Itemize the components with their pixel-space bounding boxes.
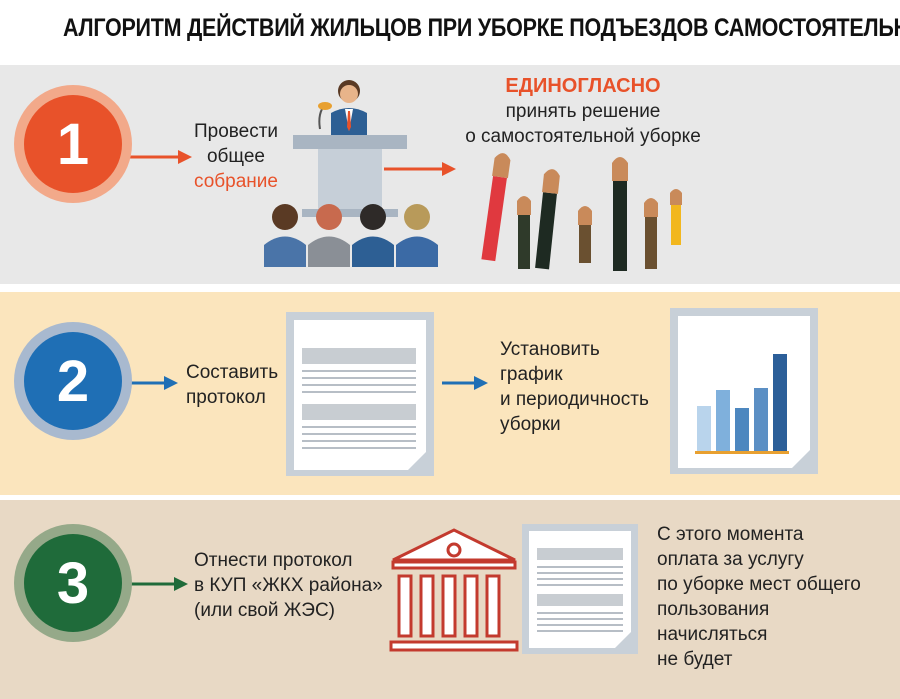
document-icon — [286, 312, 434, 476]
step-3-badge: 3 — [14, 524, 132, 642]
step-3-result-line: оплата за услугу — [657, 549, 804, 570]
arrow-right-icon — [384, 162, 456, 176]
document-icon — [522, 524, 638, 654]
arrow-right-icon — [128, 577, 188, 591]
step-1-band: 1 Провести общее собрание ЕДИНОГЛАСНО пр… — [0, 65, 900, 284]
step-2-number: 2 — [56, 348, 90, 414]
step-2-result-line: уборки — [500, 414, 561, 435]
step-2-action-line: Составить — [186, 362, 279, 383]
step-2-action: Составить протокол — [186, 360, 296, 410]
step-3-result-line: начисляться — [657, 624, 768, 645]
step-1-result-line: о самостоятельной уборке — [465, 126, 701, 147]
step-1-result: ЕДИНОГЛАСНО принять решение о самостояте… — [448, 74, 718, 149]
step-3-action-line: (или свой ЖЭС) — [194, 600, 336, 621]
bar-chart-document-icon — [670, 308, 818, 474]
step-1-action-highlight: собрание — [194, 171, 278, 192]
step-2-illustration — [128, 308, 818, 476]
arrow-right-icon — [124, 150, 192, 164]
step-3-action: Отнести протокол в КУП «ЖКХ района» (или… — [194, 548, 394, 623]
step-1-illustration — [124, 80, 682, 271]
step-1-action: Провести общее собрание — [184, 119, 288, 194]
step-3-action-line: Отнести протокол — [194, 550, 353, 571]
speaker-podium-icon — [293, 80, 407, 217]
step-3-result-line: С этого момента — [657, 524, 804, 545]
step-3-result-line: не будет — [657, 649, 733, 670]
step-3-result: С этого момента оплата за услугу по убор… — [657, 522, 893, 672]
step-2-action-line: протокол — [186, 387, 266, 408]
step-2-result-line: график — [500, 364, 563, 385]
step-2-result-line: и периодичность — [500, 389, 649, 410]
step-1-result-emphasis: ЕДИНОГЛАСНО — [505, 75, 661, 97]
step-2-band: 2 Составить протокол Установить график и… — [0, 292, 900, 495]
step-3-action-line: в КУП «ЖКХ района» — [194, 575, 383, 596]
arrow-right-icon — [442, 376, 488, 390]
step-2-result: Установить график и периодичность уборки — [500, 337, 670, 437]
arrow-right-icon — [128, 376, 178, 390]
government-building-icon — [389, 528, 519, 652]
raised-hands-icon — [481, 153, 682, 271]
step-1-result-line: принять решение — [505, 101, 661, 122]
step-3-number: 3 — [56, 550, 90, 616]
step-1-action-line: общее — [206, 146, 265, 167]
step-2-badge: 2 — [14, 322, 132, 440]
step-2-result-line: Установить — [500, 339, 600, 360]
step-1-action-line: Провести — [193, 121, 279, 142]
audience-icon — [264, 204, 438, 267]
step-1-badge: 1 — [14, 85, 132, 203]
step-3-band: 3 Отнести протокол в КУП «ЖКХ района» (и… — [0, 500, 900, 699]
step-1-number: 1 — [56, 111, 90, 177]
step-3-illustration — [128, 524, 638, 654]
step-3-result-line: по уборке мест общего — [657, 574, 861, 595]
page-title: АЛГОРИТМ ДЕЙСТВИЙ ЖИЛЬЦОВ ПРИ УБОРКЕ ПОД… — [63, 14, 900, 42]
step-3-result-line: пользования — [657, 599, 770, 620]
